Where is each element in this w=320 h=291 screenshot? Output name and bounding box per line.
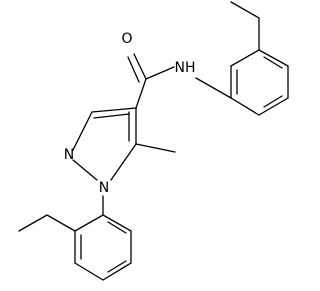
bond: [263, 95, 283, 108]
bond: [145, 66, 175, 80]
bond: [230, 1, 260, 19]
bond: [91, 107, 137, 113]
upper-benzene-ring: [230, 49, 289, 116]
pyrazole-n2-label: N: [64, 147, 74, 163]
bond: [263, 56, 283, 69]
pyrazole-ring: [72, 107, 137, 181]
lower-benzene-ring: [74, 214, 132, 281]
bond: [46, 214, 76, 232]
bond: [230, 49, 260, 67]
bond: [230, 97, 260, 116]
lower-ethyl-group: [18, 214, 76, 232]
bond: [93, 113, 130, 119]
pyrazole-n1-label: N: [99, 180, 109, 196]
molecule-canvas: O NH N N: [18, 1, 289, 281]
bond: [107, 260, 127, 273]
bond: [127, 56, 140, 83]
amide-group: [127, 53, 232, 109]
bond: [107, 221, 127, 234]
bond: [110, 143, 137, 181]
bond: [195, 77, 232, 99]
bond: [258, 97, 289, 116]
bond: [135, 78, 147, 109]
bond: [72, 111, 93, 151]
bond: [258, 49, 289, 67]
bond: [72, 159, 98, 181]
bond: [102, 262, 132, 281]
oxygen-label: O: [121, 31, 132, 47]
amide-nh-label: NH: [175, 60, 196, 76]
bond: [133, 53, 147, 80]
methyl-group: [135, 143, 176, 153]
bond: [18, 214, 48, 232]
bond: [74, 214, 104, 232]
upper-ethyl-group: [230, 1, 260, 51]
bond: [102, 214, 132, 232]
bond: [135, 143, 176, 153]
molecule-structure: O NH N N: [18, 1, 289, 281]
bond: [74, 262, 104, 281]
